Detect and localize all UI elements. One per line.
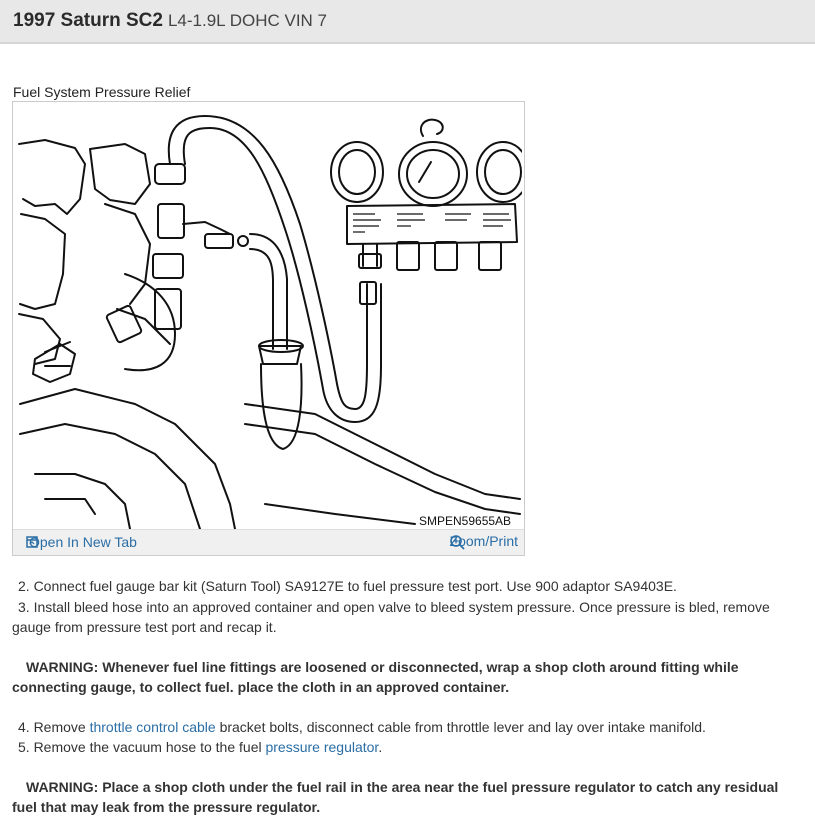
step-4-suffix: bracket bolts, disconnect cable from thr…: [219, 718, 706, 735]
figure-container: SMPEN59655AB Open In New Tab Zoom/Print: [12, 101, 525, 556]
engine-spec: L4-1.9L DOHC VIN 7: [167, 11, 328, 30]
warning-1-text: Whenever fuel line fittings are loosened…: [12, 658, 739, 696]
open-in-new-tab-label: Open In New Tab: [29, 534, 137, 550]
warning-2-label: WARNING:: [26, 778, 99, 795]
fuel-pressure-diagram[interactable]: SMPEN59655AB: [15, 104, 522, 529]
zoom-print-label: Zoom/Print: [449, 533, 518, 549]
zoom-print-link[interactable]: Zoom/Print: [448, 533, 518, 550]
step-4-prefix: 4. Remove: [18, 718, 86, 735]
figure-code: SMPEN59655AB: [419, 514, 511, 528]
warning-2-text: Place a shop cloth under the fuel rail i…: [12, 778, 779, 816]
vehicle-model: 1997 Saturn SC2: [13, 10, 163, 31]
step-5: 5. Remove the vacuum hose to the fuel pr…: [12, 737, 802, 758]
warning-1-label: WARNING:: [26, 658, 99, 675]
figure-title: Fuel System Pressure Relief: [13, 84, 191, 100]
throttle-control-cable-link[interactable]: throttle control cable: [89, 718, 216, 735]
procedure-steps: 2. Connect fuel gauge bar kit (Saturn To…: [12, 576, 802, 818]
step-2: 2. Connect fuel gauge bar kit (Saturn To…: [18, 578, 677, 594]
step-4: 4. Remove throttle control cable bracket…: [12, 717, 802, 738]
warning-2: WARNING: Place a shop cloth under the fu…: [12, 777, 802, 818]
figure-toolbar: Open In New Tab Zoom/Print: [13, 529, 524, 555]
step-3: 3. Install bleed hose into an approved c…: [12, 597, 802, 638]
page-header: 1997 Saturn SC2 L4-1.9L DOHC VIN 7: [0, 0, 815, 44]
step-5-prefix: 5. Remove the vacuum hose to the fuel: [18, 739, 262, 755]
pressure-regulator-link[interactable]: pressure regulator: [265, 739, 379, 755]
warning-1: WARNING: Whenever fuel line fittings are…: [12, 657, 802, 698]
open-in-new-tab-link[interactable]: Open In New Tab: [24, 534, 137, 550]
step-3-text: 3. Install bleed hose into an approved c…: [12, 598, 770, 636]
step-5-suffix: .: [378, 739, 383, 755]
